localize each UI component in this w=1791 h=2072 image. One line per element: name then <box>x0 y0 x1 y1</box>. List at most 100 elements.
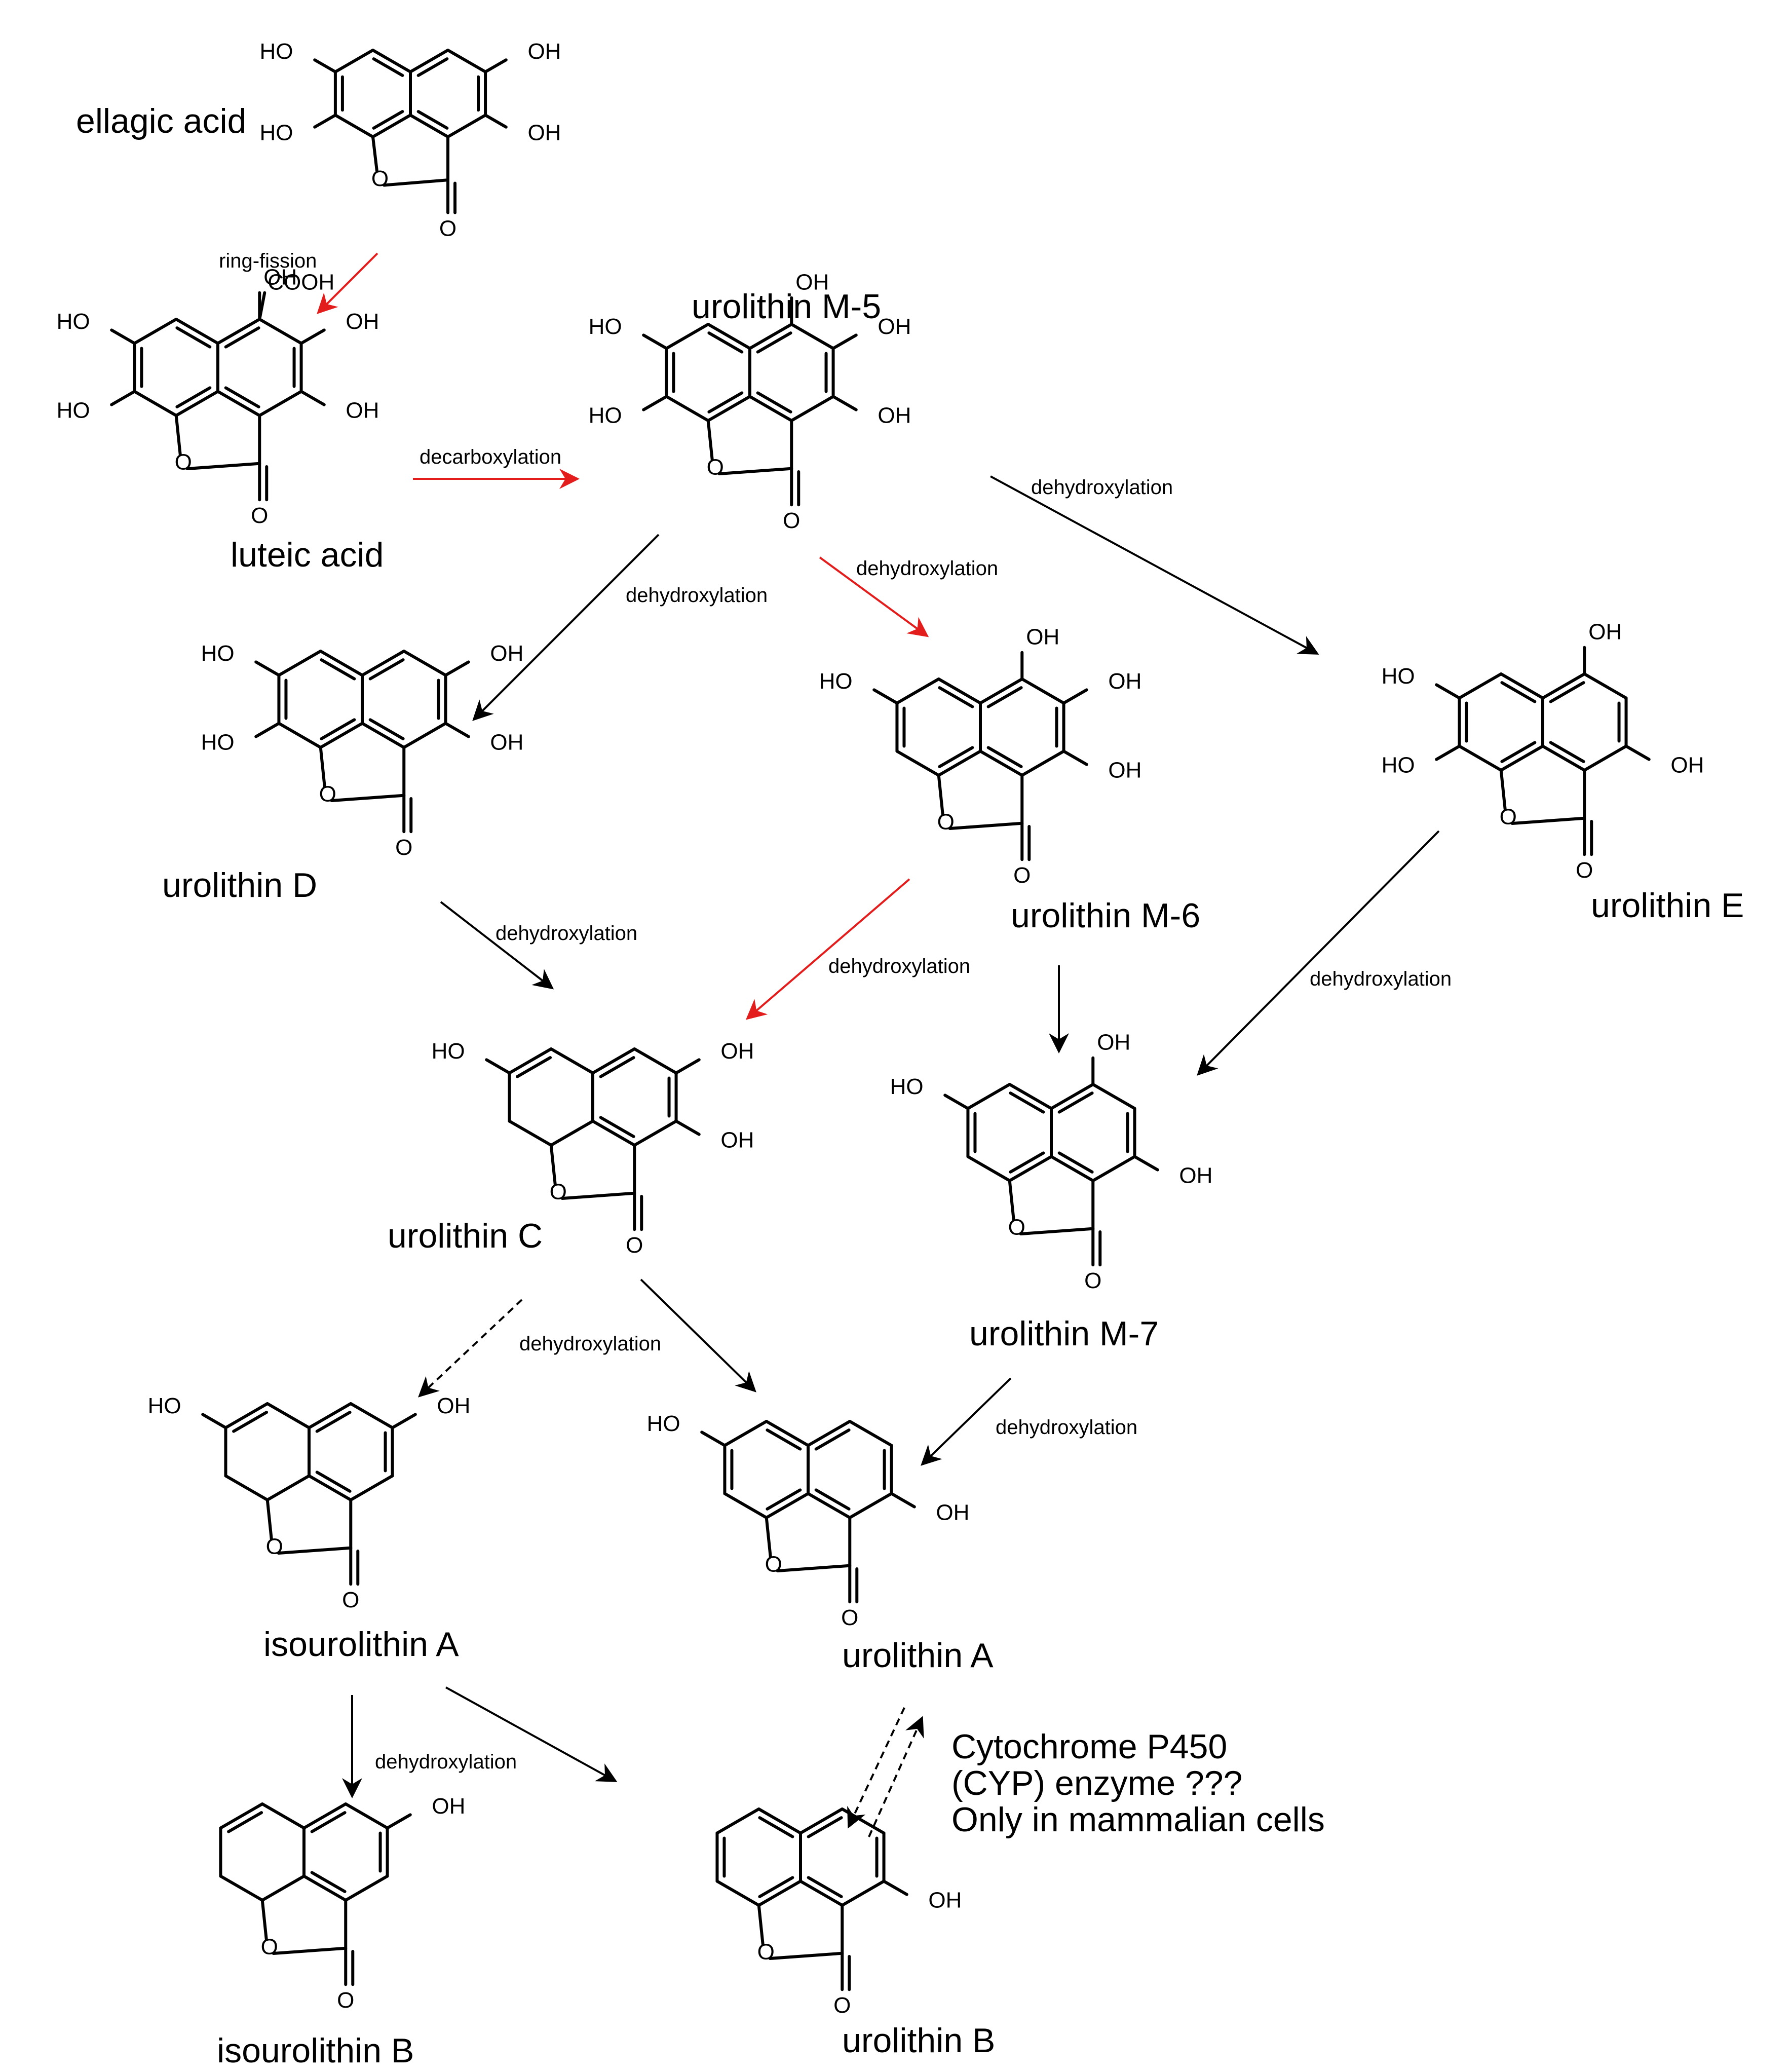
rxn-label-d-c: dehydroxylation <box>496 922 637 945</box>
reaction-arrows <box>317 252 1440 1837</box>
bond <box>272 1947 346 1955</box>
bond <box>790 395 835 422</box>
bond <box>717 467 791 475</box>
bond <box>485 1058 511 1075</box>
bond <box>937 774 944 816</box>
label-isourolithin-b: isourolithin B <box>217 2031 414 2070</box>
arrow-m5-to-d <box>472 534 660 721</box>
bond <box>1062 749 1088 766</box>
bond <box>895 749 940 777</box>
bond <box>185 462 259 470</box>
bond <box>313 114 337 129</box>
bond <box>444 660 470 677</box>
label-isourolithin-a: isourolithin A <box>263 1625 459 1664</box>
bond <box>446 114 487 138</box>
hydroxyl-group: HO <box>819 669 853 694</box>
bond <box>707 331 744 354</box>
ring-oxygen: O <box>319 782 336 807</box>
bond <box>706 395 751 422</box>
bond <box>807 1492 852 1519</box>
bond <box>1133 1155 1159 1172</box>
label-urolithin-m5: urolithin M-5 <box>692 287 881 326</box>
bond <box>756 331 792 354</box>
hydroxyl-group: OH <box>878 314 911 339</box>
bond <box>224 386 260 408</box>
hydroxyl-group: OH <box>490 641 523 666</box>
arrow-c-to-a <box>640 1278 756 1392</box>
bond <box>516 1056 552 1078</box>
bond <box>1435 744 1461 761</box>
bond <box>484 58 508 73</box>
bond <box>1008 1179 1015 1221</box>
ring-oxygen: O <box>765 1552 782 1577</box>
bond <box>633 1119 678 1147</box>
bond <box>748 323 793 350</box>
bond <box>1050 1083 1095 1110</box>
bond <box>175 326 212 349</box>
bond <box>591 1119 636 1147</box>
bond <box>391 1413 417 1429</box>
bond <box>1435 683 1461 700</box>
bond <box>1091 1083 1136 1110</box>
bond <box>979 677 1024 705</box>
label-urolithin-c: urolithin C <box>388 1217 543 1255</box>
arrow-d-to-c <box>440 901 554 990</box>
bond <box>707 391 744 413</box>
rxn-label-isoa-isob: dehydroxylation <box>375 1751 517 1773</box>
carbonyl-oxygen: O <box>251 503 268 528</box>
bond <box>402 650 447 677</box>
bond <box>665 395 710 422</box>
bond <box>216 318 261 345</box>
rxn-label-m6-c: dehydroxylation <box>828 955 970 977</box>
bond <box>1057 1151 1094 1174</box>
bond <box>308 1402 353 1429</box>
bond <box>260 1874 306 1902</box>
bond <box>1500 741 1537 763</box>
hydroxyl-group: OH <box>1097 1030 1130 1054</box>
bond <box>1499 672 1544 700</box>
bond <box>315 1471 352 1493</box>
hydroxyl-group: HO <box>260 120 293 145</box>
bond <box>258 390 303 417</box>
bond <box>1549 741 1585 763</box>
hydroxyl-group: OH <box>720 1127 754 1152</box>
bond <box>302 1802 348 1830</box>
carbonyl-oxygen: O <box>626 1233 643 1258</box>
bond <box>848 1492 893 1519</box>
bond <box>790 323 835 350</box>
bond <box>216 390 261 417</box>
bond <box>1050 1155 1095 1182</box>
bond <box>484 114 508 129</box>
bond <box>948 822 1022 830</box>
bond <box>110 328 136 345</box>
hydroxyl-group: HO <box>589 314 622 339</box>
ring-oxygen: O <box>757 1940 775 1965</box>
bond <box>227 1811 263 1833</box>
bond <box>807 1876 843 1898</box>
arrow-isoa-to-b <box>445 1686 618 1782</box>
bond <box>1583 744 1628 772</box>
bond <box>219 1874 264 1902</box>
bond <box>315 1411 352 1433</box>
hydroxyl-group: HO <box>432 1039 465 1064</box>
bond <box>1019 1227 1093 1235</box>
hydroxyl-group: HO <box>57 398 90 423</box>
rxn-label-m5-d: dehydroxylation <box>626 584 768 607</box>
rxn-label-m5-m6: dehydroxylation <box>856 557 998 580</box>
bond <box>232 1411 269 1433</box>
bond <box>299 328 326 345</box>
label-urolithin-m6: urolithin M-6 <box>1011 896 1200 935</box>
bond <box>758 1816 794 1838</box>
arrow-b-to-a <box>868 1716 924 1837</box>
hydroxyl-group: HO <box>1382 752 1415 777</box>
bond <box>1541 672 1586 700</box>
bond <box>174 390 219 417</box>
bond <box>1624 744 1651 761</box>
molecule-structures: OOHOHOOHOHOOHOHOOHOHOHCOOHOOHOHOOHOHOHOO… <box>57 39 1704 2018</box>
bond <box>1500 681 1537 703</box>
carbonyl-oxygen: O <box>1576 858 1593 883</box>
bond <box>706 419 714 461</box>
